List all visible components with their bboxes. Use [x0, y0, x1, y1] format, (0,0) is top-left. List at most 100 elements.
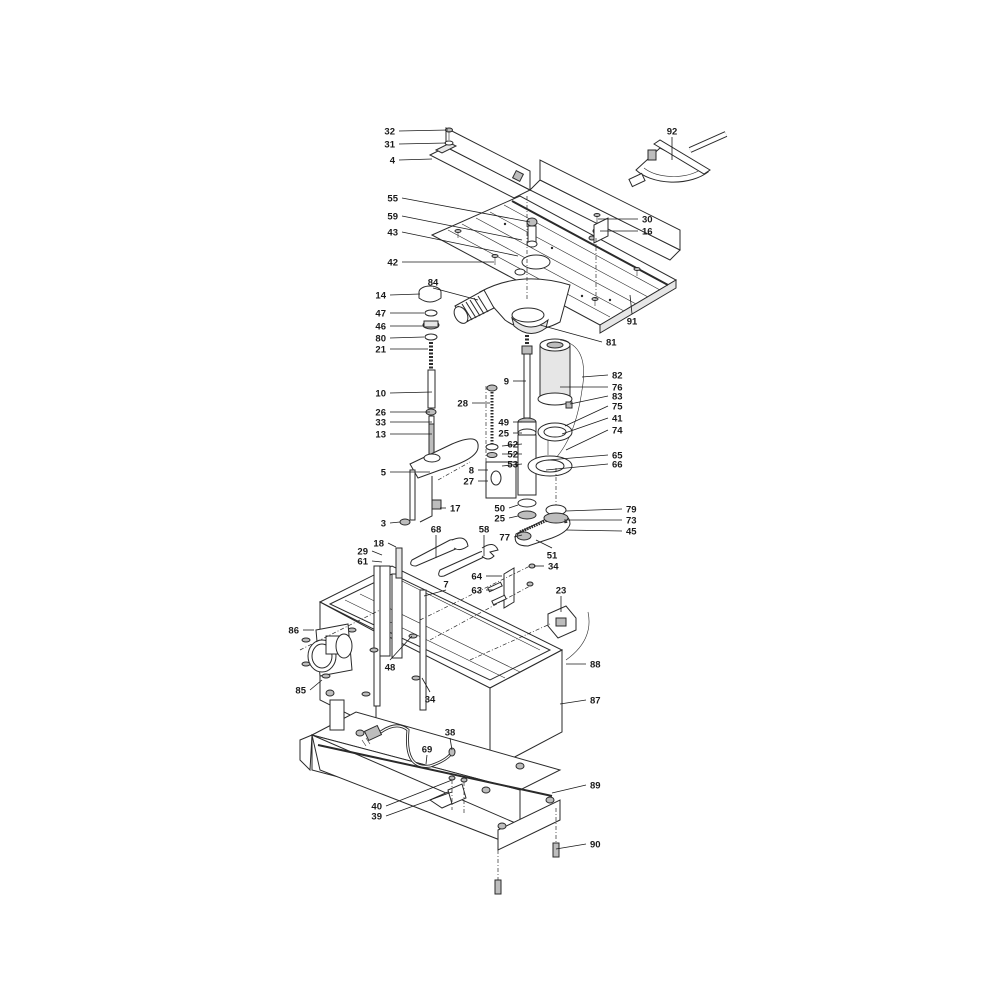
part-number-label: 29 [357, 547, 368, 558]
leader-line [401, 215, 523, 241]
callout-58: 58 [479, 525, 490, 556]
screws-90 [494, 808, 560, 895]
callout-91: 91 [627, 294, 638, 328]
part-number-label: 84 [428, 278, 439, 289]
leader-line [545, 463, 609, 471]
part-number-label: 31 [384, 140, 395, 151]
part-number-label: 17 [450, 504, 461, 515]
callout-69: 69 [422, 745, 432, 765]
leader-line [425, 754, 428, 765]
leader-line [581, 374, 609, 378]
callout-51: 51 [535, 539, 558, 562]
callout-55: 55 [387, 194, 531, 223]
part-number-label: 27 [463, 477, 474, 488]
callout-30: 30 [598, 215, 653, 226]
callout-38: 38 [445, 728, 456, 751]
part-number-label: 38 [445, 728, 456, 739]
part-number-label: 9 [504, 377, 509, 388]
leader-line [559, 699, 587, 705]
part-number-label: 89 [590, 781, 601, 792]
callout-75: 75 [564, 402, 623, 427]
part-number-label: 18 [373, 539, 384, 550]
part-number-label: 87 [590, 696, 601, 707]
callout-32: 32 [384, 127, 449, 138]
callout-65: 65 [547, 451, 623, 462]
callout-10: 10 [375, 389, 433, 400]
callout-8: 8 [469, 466, 488, 477]
leader-line [401, 197, 531, 223]
wrench-68 [410, 537, 469, 567]
part-number-label: 34 [548, 562, 559, 573]
leader-line [508, 504, 519, 509]
callout-81: 81 [539, 324, 617, 349]
part-number-label: 23 [556, 586, 567, 597]
callout-45: 45 [565, 527, 637, 538]
callout-74: 74 [565, 426, 623, 451]
callout-89: 89 [551, 781, 601, 794]
part-number-label: 5 [381, 468, 387, 479]
callout-59: 59 [387, 212, 523, 241]
part-number-label: 64 [471, 572, 482, 583]
leader-line [398, 158, 433, 161]
leader-line [398, 142, 447, 145]
bracket-5 [399, 438, 479, 526]
callout-73: 73 [564, 516, 637, 527]
leader-line [569, 395, 609, 405]
callout-42: 42 [387, 258, 494, 269]
callout-68: 68 [431, 525, 442, 558]
callout-34: 34 [534, 562, 559, 573]
callout-5: 5 [381, 468, 430, 479]
leader-line [555, 843, 587, 850]
part-number-label: 16 [642, 227, 653, 238]
callout-27: 27 [463, 477, 488, 488]
leader-line [371, 560, 383, 563]
callout-40: 40 [371, 779, 453, 813]
switch-23 [469, 605, 590, 661]
leader-line [421, 677, 431, 693]
part-number-label: 83 [612, 392, 623, 403]
leader-line [389, 336, 425, 339]
leader-line [508, 515, 519, 519]
leader-line [561, 417, 609, 435]
callout-25: 25 [494, 514, 519, 525]
spindle-9 [517, 335, 537, 496]
callout-14: 14 [375, 291, 421, 302]
part-number-label: 68 [431, 525, 442, 536]
callout-80: 80 [375, 334, 425, 345]
part-number-label: 58 [479, 525, 490, 536]
part-number-label: 14 [375, 291, 386, 302]
callout-28: 28 [457, 399, 490, 410]
callout-52: 52 [502, 450, 522, 461]
part-number-label: 82 [612, 371, 623, 382]
callout-79: 79 [565, 505, 637, 516]
part-number-label: 39 [371, 812, 382, 823]
leader-line [423, 589, 447, 597]
part-number-label: 47 [375, 309, 386, 320]
part-number-label: 28 [457, 399, 468, 410]
part-number-label: 62 [507, 440, 518, 451]
callout-63: 63 [471, 586, 494, 597]
leader-line [398, 129, 449, 132]
power-cord-69 [361, 724, 468, 814]
part-number-label: 52 [507, 450, 518, 461]
leader-line [565, 529, 623, 532]
callout-43: 43 [387, 228, 519, 257]
callout-41: 41 [561, 414, 623, 435]
callout-84: 84 [428, 278, 479, 301]
part-number-label: 75 [612, 402, 623, 413]
part-number-label: 79 [626, 505, 637, 516]
callout-61: 61 [357, 557, 383, 568]
callout-62: 62 [501, 440, 523, 451]
leader-line [501, 463, 523, 467]
callout-82: 82 [581, 371, 623, 382]
callout-26: 26 [375, 408, 430, 419]
leader-line [551, 784, 587, 794]
part-number-label: 3 [381, 519, 386, 530]
callout-3: 3 [381, 519, 401, 530]
leader-line [371, 550, 383, 556]
part-number-label: 85 [295, 686, 306, 697]
part-number-label: 91 [627, 317, 638, 328]
part-number-label: 80 [375, 334, 386, 345]
part-number-label: 13 [375, 430, 386, 441]
